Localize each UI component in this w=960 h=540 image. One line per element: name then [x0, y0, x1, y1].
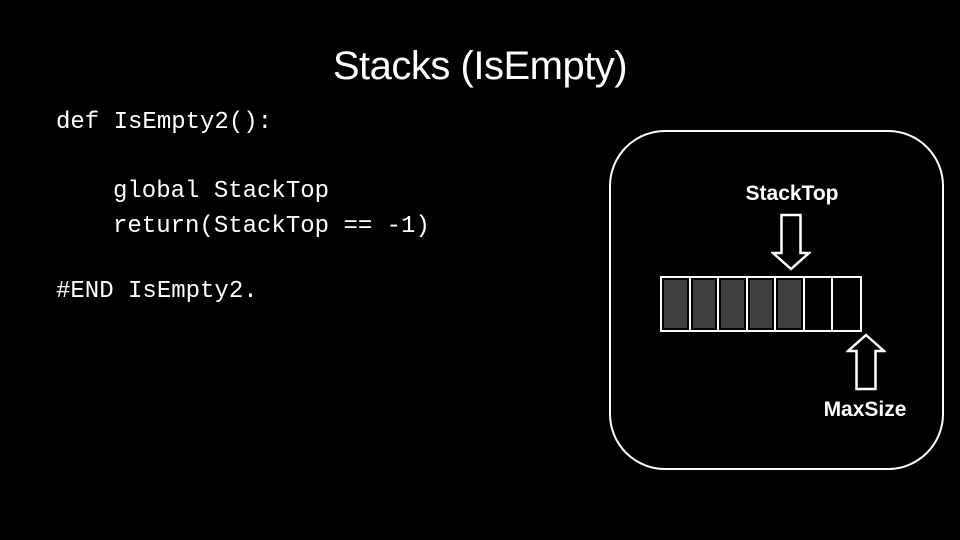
- stacktop-label: StackTop: [745, 182, 839, 205]
- stack-cell-empty: [831, 278, 860, 330]
- stack-cell-filled: [717, 278, 746, 330]
- stack-cell-filled: [688, 278, 718, 330]
- arrow-down-icon: [771, 213, 811, 271]
- stack-cell-empty: [802, 278, 832, 330]
- code-line-def: def IsEmpty2():: [56, 109, 273, 136]
- code-line-return: return(StackTop == -1): [113, 213, 430, 240]
- arrow-up-icon: [846, 333, 886, 391]
- stack-array: [660, 276, 862, 332]
- stack-cell-filled: [662, 278, 689, 330]
- code-line-end: #END IsEmpty2.: [56, 278, 258, 305]
- slide-title: Stacks (IsEmpty): [332, 44, 628, 88]
- code-line-global: global StackTop: [113, 178, 330, 205]
- diagram-panel: StackTop MaxSize: [609, 130, 944, 470]
- stack-cell-filled: [745, 278, 775, 330]
- maxsize-label: MaxSize: [823, 398, 907, 421]
- stack-cell-filled: [774, 278, 803, 330]
